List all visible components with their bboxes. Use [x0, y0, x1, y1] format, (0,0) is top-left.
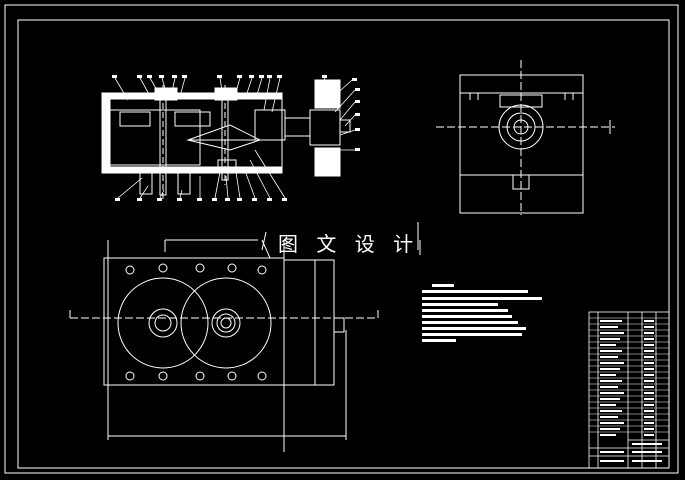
section-leader-lines	[114, 77, 356, 199]
section-shaft-end	[339, 119, 351, 133]
section-bottom-wall	[101, 166, 283, 174]
side-drain-plug	[512, 174, 530, 190]
section-foot-right	[177, 171, 191, 195]
top-view	[69, 239, 421, 452]
section-lower-bearing	[217, 159, 237, 173]
section-output-shaft	[284, 117, 311, 137]
section-right-flange-bottom	[314, 147, 341, 177]
watermark-slash-left	[261, 231, 267, 251]
top-gear-left-bore	[154, 314, 172, 332]
top-gear-right-inner	[220, 317, 232, 329]
tech-requirements-block	[422, 284, 542, 342]
top-shaft-end	[333, 317, 345, 333]
section-bearing-cap-left	[154, 87, 178, 101]
section-bearing-housing	[254, 109, 286, 141]
top-gear-right	[180, 277, 272, 369]
watermark-text: 图 文 设 计	[278, 232, 420, 256]
section-balloon-markers	[112, 75, 360, 201]
section-gear-mid	[174, 111, 211, 127]
top-gear-right-bore	[216, 313, 236, 333]
section-top-wall	[101, 92, 283, 100]
top-view-bolt-holes	[125, 263, 267, 381]
section-right-flange-top	[314, 79, 341, 109]
section-gear-left	[119, 111, 151, 127]
top-base-plate	[103, 257, 285, 386]
section-foot-left	[139, 171, 153, 195]
parts-list-text-bars	[600, 320, 662, 462]
section-left-wall	[101, 92, 111, 174]
top-gear-left	[117, 277, 209, 369]
sheet-outer-border	[4, 4, 679, 474]
section-bearing-cap-right	[214, 87, 238, 101]
tech-req-heading	[432, 284, 454, 287]
section-bevel-gear	[186, 124, 262, 151]
sheet-inner-border	[17, 19, 670, 469]
parts-list-rows	[589, 317, 669, 433]
section-right-cover	[309, 109, 341, 146]
top-right-housing	[283, 259, 335, 386]
top-gear-left-hub	[148, 308, 178, 338]
section-inner-cavity	[109, 109, 201, 166]
top-gear-right-hub	[211, 308, 241, 338]
section-view	[101, 79, 351, 200]
side-view	[436, 60, 615, 215]
